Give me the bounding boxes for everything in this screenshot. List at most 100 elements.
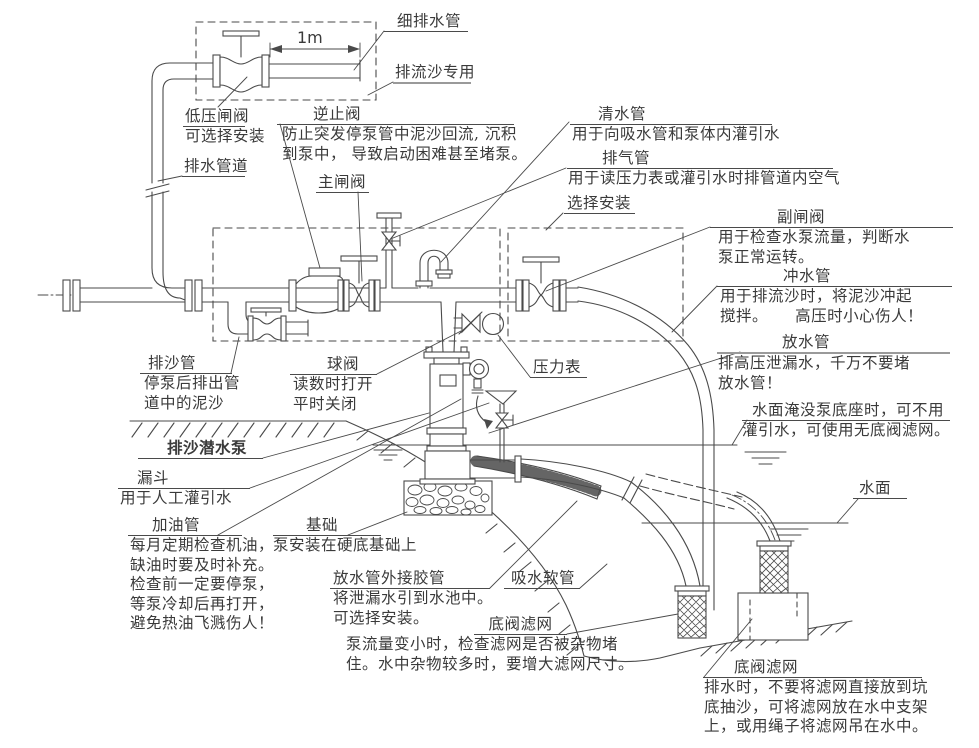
label-desc: 可选择安装	[185, 127, 266, 145]
label-desc: 住。水中杂物较多时，要增大滤网尺寸。	[346, 654, 635, 673]
label-title: 逆止阀	[277, 106, 514, 125]
label-desc: 排水时，不要将滤网直接放到坑	[704, 678, 929, 696]
label-funnel: 漏斗 用于人工灌引水	[118, 470, 250, 509]
oil-port	[462, 358, 490, 380]
label-desc: 避免热油飞溅伤人！	[130, 614, 275, 632]
label-desc: 排高压泄漏水，千万不要堵	[718, 354, 911, 372]
label-desc: 将泄漏水引到水池中。	[333, 589, 494, 607]
label-desc: 底抽沙，可将滤网放在水中支架	[704, 697, 929, 716]
low-pressure-gate-valve	[212, 30, 270, 93]
label-main-gate-valve: 主闸阀	[316, 174, 369, 193]
label-title: 排气管	[567, 150, 833, 169]
leak-drain-spout	[471, 378, 493, 429]
label-oil-pipe: 加油管 每月定期检查机油， 缺油时要及时补充。 检查前一定要停泵， 等泵冷却后再…	[128, 517, 275, 634]
dimension-1m	[269, 42, 361, 58]
label-desc: 平时关闭	[293, 394, 358, 413]
label-desc: 用于向吸水管和泵体内灌引水	[572, 125, 781, 143]
flush-hose	[577, 286, 715, 611]
label-desc: 等泵冷却后再打开，	[130, 594, 275, 613]
label-water-surface: 水面	[853, 480, 907, 499]
label-sand-submersible-pump: 排沙潜水泵	[138, 440, 263, 459]
label-title: 球阀	[290, 356, 377, 375]
main-gate-valve	[337, 255, 381, 312]
dashed-box-aux	[507, 227, 684, 342]
label-desc: 用于人工灌引水	[120, 489, 233, 507]
drain-riser-pipe	[145, 62, 214, 312]
support-block	[737, 592, 809, 641]
label-desc: 读数时打开	[293, 375, 374, 393]
label-title: 主闸阀	[316, 174, 369, 193]
label-title: 基础	[273, 517, 381, 536]
submersible-pump	[419, 301, 522, 485]
label-desc: 停泵后排出管	[144, 374, 241, 392]
dashed-box-main	[212, 227, 501, 342]
label-title: 加油管	[128, 517, 242, 536]
top-drain-box	[195, 21, 377, 101]
label-title: 清水管	[570, 106, 772, 125]
label-title: 底阀滤网	[474, 616, 567, 635]
label-desc: 搅拌。 高压时小心伤人！	[720, 306, 924, 325]
label-drain-rubber-hose: 放水管外接胶管 将泄漏水引到水池中。 可选择安装。	[330, 570, 494, 628]
label-desc: 泵正常运转。	[718, 247, 815, 266]
water-line-lower	[641, 522, 849, 542]
label-check-valve: 逆止阀 防止突发停泵管中泥沙回流, 沉积 到泵中， 导致启动困难甚至堵泵。	[277, 106, 528, 164]
label-ball-valve: 球阀 读数时打开 平时关闭	[290, 356, 377, 414]
label-desc: 上，或用绳子将滤网吊在水中。	[704, 717, 929, 735]
label-title: 漏斗	[118, 470, 250, 489]
label-sand-flush-dedicated: 排流沙专用	[393, 64, 475, 84]
vent-pipe	[376, 212, 402, 289]
leader-lines	[157, 30, 859, 678]
label-title: 吸水软管	[504, 570, 580, 589]
label-title: 低压闸阀	[183, 107, 250, 127]
label-aux-gate-valve: 副闸阀 用于检查水泵流量，判断水 泵正常运转。	[710, 209, 953, 267]
clean-water-faucet	[415, 249, 453, 289]
label-title: 底阀滤网	[703, 659, 922, 678]
label-desc: 用于检查水泵流量，判断水	[718, 228, 911, 246]
foundation	[403, 480, 493, 516]
label-title: 放水管	[717, 334, 950, 354]
label-sand-drain-pipe: 排沙管 停泵后排出管 道中的泥沙	[140, 355, 241, 413]
label-pressure-gauge: 压力表	[530, 359, 587, 378]
label-fine-drain-pipe: 细排水管	[384, 13, 468, 32]
label-desc: 用于读压力表或灌引水时排管道内空气	[568, 169, 841, 187]
right-filter-screen	[726, 491, 792, 594]
label-foundation: 基础 泵安装在硬底基础上	[273, 517, 438, 556]
label-foot-valve-screen-1: 底阀滤网 泵流量变小时，检查滤网是否被杂物堵 住。水中杂物较多时，要增大滤网尺寸…	[346, 616, 635, 674]
ground-left	[129, 420, 347, 438]
label-title: 水面	[853, 480, 907, 499]
label-title: 排沙潜水泵	[138, 440, 263, 459]
left-filter-screen	[674, 585, 710, 639]
label-desc: 检查前一定要停泵，	[130, 575, 275, 593]
label-desc: 灌引水，可使用无底阀滤网。	[742, 421, 951, 439]
flow-arrow-icon	[484, 419, 493, 429]
label-vent-pipe: 排气管 用于读压力表或灌引水时排管道内空气	[567, 150, 841, 189]
pressure-gauge	[481, 312, 505, 336]
label-flush-pipe: 冲水管 用于排流沙时，将泥沙冲起 搅拌。 高压时小心伤人！	[717, 268, 952, 326]
drain-rubber-hose	[470, 455, 605, 500]
label-suction-hose: 吸水软管	[504, 570, 580, 589]
label-title: 选择安装	[564, 195, 635, 214]
label-title: 放水管外接胶管	[330, 570, 490, 589]
ball-valve	[453, 311, 483, 335]
label-desc: 防止突发停泵管中泥沙回流, 沉积	[282, 125, 517, 143]
aux-gate-valve	[515, 256, 567, 312]
label-desc: 道中的泥沙	[144, 393, 225, 412]
label-low-pressure-gate-valve: 低压闸阀 可选择安装	[183, 107, 266, 147]
label-desc: 每月定期检查机油，	[130, 536, 275, 554]
thin-drain-pipe	[268, 59, 361, 82]
label-title: 水面淹没泵底座时，可不用	[742, 402, 950, 421]
label-title: 排流沙专用	[393, 64, 475, 84]
label-optional-install: 选择安装	[564, 195, 635, 214]
label-drain-pipe: 放水管 排高压泄漏水，千万不要堵 放水管！	[717, 334, 950, 393]
label-desc: 泵安装在硬底基础上	[273, 536, 418, 554]
label-title: 副闸阀	[710, 209, 953, 228]
label-title: 排沙管	[140, 355, 232, 374]
label-desc: 到泵中， 导致启动困难甚至堵泵。	[282, 144, 528, 163]
label-title: 压力表	[530, 359, 587, 378]
label-desc: 可选择安装。	[333, 608, 430, 627]
label-desc: 用于排流沙时，将泥沙冲起	[720, 287, 913, 305]
label-clean-water-pipe: 清水管 用于向吸水管和泵体内灌引水	[570, 106, 781, 145]
label-desc: 缺油时要及时补充。	[130, 555, 275, 574]
